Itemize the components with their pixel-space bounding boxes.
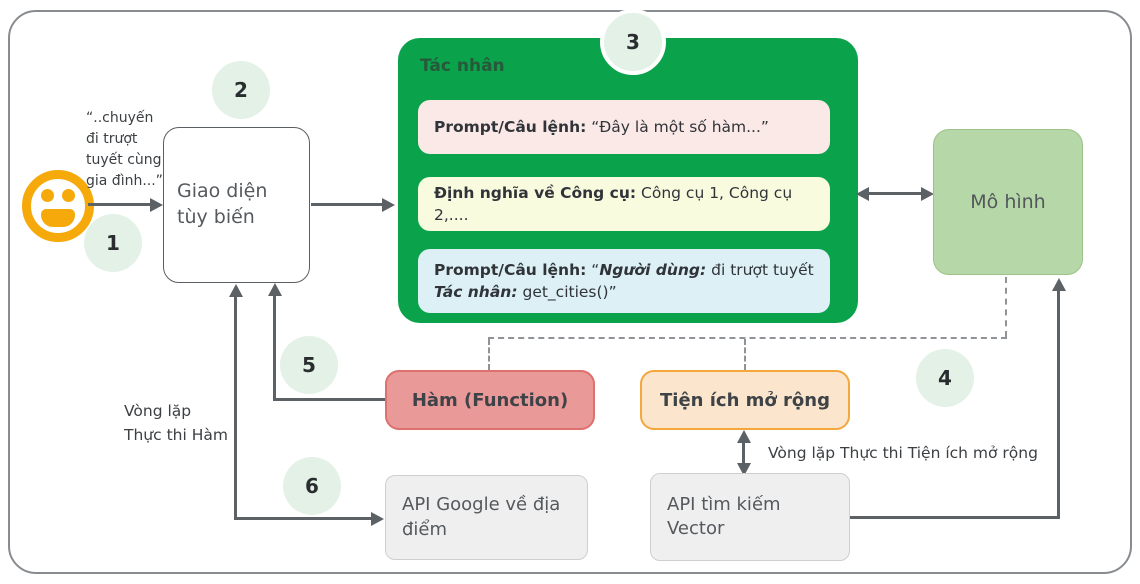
- connector-interface-loop-v: [234, 294, 237, 520]
- arrowhead-function-to-interface: [267, 283, 282, 296]
- arrowhead-user-to-interface: [150, 197, 163, 212]
- connector-function-to-interface-h: [273, 398, 385, 401]
- node-api-google-places: API Google về địa điểm: [385, 475, 588, 560]
- node-extension: Tiện ích mở rộng: [640, 370, 850, 430]
- arrowhead-extension-vector-up: [736, 430, 751, 443]
- extension-label: Tiện ích mở rộng: [660, 389, 830, 411]
- connector-user-to-interface: [88, 203, 152, 206]
- api-vector-label: API tìm kiếm Vector: [667, 493, 781, 539]
- user-smiley-icon: [22, 170, 94, 242]
- dashed-model-down: [1005, 277, 1007, 337]
- node-function: Hàm (Function): [385, 370, 595, 430]
- connector-interface-to-agent: [311, 203, 383, 206]
- user-quote-text: “..chuyến đi trượt tuyết cùng gia đình..…: [86, 110, 163, 189]
- step-badge-6: 6: [283, 457, 341, 515]
- arrowhead-agent-model-left: [856, 186, 869, 201]
- dashed-horizontal: [488, 337, 1007, 339]
- agent-row-2: Định nghĩa về Công cụ: Công cụ 1, Công c…: [418, 177, 830, 231]
- function-loop-label: Vòng lặp Thực thi Hàm: [124, 402, 228, 445]
- agent-row-1: Prompt/Câu lệnh: “Đây là một số hàm...”: [418, 100, 830, 154]
- smiley-ring: [22, 170, 94, 242]
- connector-vector-to-model-v: [1057, 288, 1060, 519]
- node-model: Mô hình: [933, 129, 1083, 275]
- connector-extension-vector: [742, 438, 745, 468]
- connector-function-to-interface-v: [273, 293, 276, 401]
- smiley-mouth: [41, 209, 75, 227]
- step-badge-1: 1: [84, 214, 142, 272]
- model-label: Mô hình: [970, 191, 1046, 213]
- api-places-label: API Google về địa điểm: [402, 494, 561, 540]
- node-api-vector-search: API tìm kiếm Vector: [650, 473, 850, 561]
- step-badge-2: 2: [212, 61, 270, 119]
- arrowhead-interface-to-agent: [382, 197, 395, 212]
- extension-loop-label: Vòng lặp Thực thi Tiện ích mở rộng: [768, 444, 1038, 462]
- agent-title: Tác nhân: [420, 56, 505, 76]
- connector-vector-to-model-h: [850, 516, 1060, 519]
- arrowhead-loop-to-api-places: [371, 511, 384, 526]
- smiley-eye-left: [41, 189, 54, 202]
- arrowhead-extension-vector-down: [736, 463, 751, 476]
- arrowhead-loop-to-interface: [228, 284, 243, 297]
- step-badge-4: 4: [916, 349, 974, 407]
- smiley-eye-right: [62, 189, 75, 202]
- custom-interface-label: Giao diện tùy biến: [177, 180, 268, 228]
- connector-loop-to-api-places: [234, 517, 372, 520]
- dashed-to-function: [488, 339, 490, 370]
- function-label: Hàm (Function): [411, 389, 569, 411]
- arrowhead-vector-to-model: [1051, 278, 1066, 291]
- step-badge-5: 5: [280, 336, 338, 394]
- arrowhead-agent-model-right: [921, 186, 934, 201]
- step-badge-3: 3: [600, 9, 666, 75]
- node-custom-interface: Giao diện tùy biến: [163, 127, 310, 283]
- connector-agent-model: [864, 192, 928, 195]
- dashed-to-extension: [744, 339, 746, 370]
- agent-row-3: Prompt/Câu lệnh: “Người dùng: đi trượt t…: [418, 249, 830, 313]
